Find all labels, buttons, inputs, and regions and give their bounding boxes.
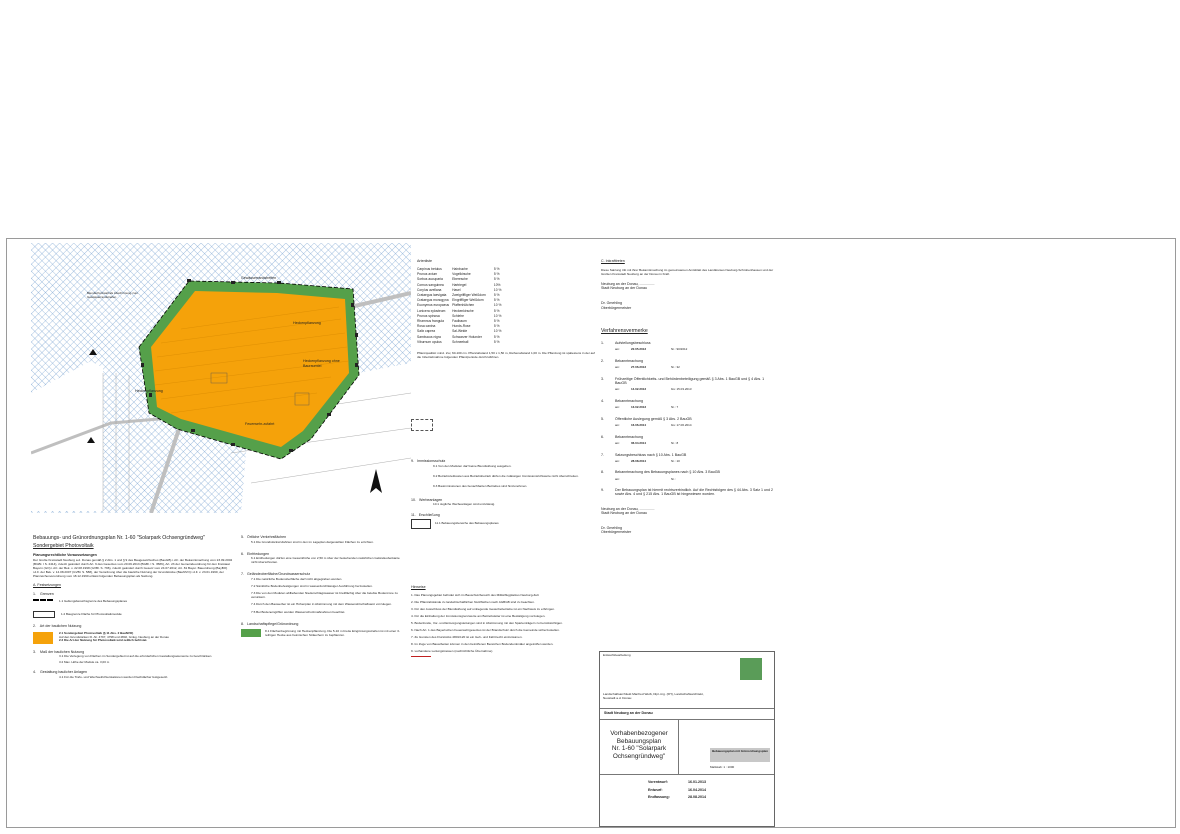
hinweis-item: 6. Nach Art. 1 des Bayerischen Feuerwehr… (411, 628, 560, 633)
hinweis-item: 7. Zu Gunsten des Flurstücks 4801/120 is… (411, 635, 523, 640)
col3-item-11: 11. Erschließung 11.1 Bebauungsbereiche … (411, 513, 591, 530)
col2-item-6: 6. Einfriedungen 6.1 Einfriedungen dürfe… (241, 551, 400, 565)
inkrafttreten-title: C. Inkrafttreten (601, 259, 625, 263)
legend-item-2: 2. Art der baulichen Nutzung 2.1 Sonderg… (33, 624, 169, 644)
hinweise-section: Hinweise 1. Das Planungsgebiet befindet … (411, 585, 591, 658)
parcel-symbol (411, 419, 433, 431)
species-heading: Artenliste (417, 259, 432, 263)
col2-item-8: 8. Landschaftspflege/Grünordnung 8.1 Flä… (241, 621, 400, 638)
hinweise-title: Hinweise (411, 585, 426, 589)
client-name: Stadt Neuburg an der Donau (604, 711, 653, 715)
planner-logo (740, 658, 762, 680)
north-arrow-icon (370, 469, 382, 493)
sheet-title-box: Bebauungsplan mit Grünordnungsplan (710, 748, 770, 762)
hinweis-item: 8. Im Zuge von Bauarbeiten können in den… (411, 642, 554, 647)
legend-item-3: 3. Maß der baulichen Nutzung 3.1 Die Ver… (33, 649, 213, 664)
pv-field (151, 291, 349, 447)
verfahren-step: 7.Satzungsbeschluss nach § 10 Abs. 1 Bau… (601, 452, 687, 463)
hinweis-item: 4. Für die Einhaltung der Immissionsgren… (411, 613, 546, 618)
verfahren-step: 8.Bekanntmachung des Bebauungsplanes nac… (601, 470, 720, 481)
col2-item-7: 7. Geländeoberfläche/Grundwasserschutz 7… (241, 572, 398, 614)
erschliessung-symbol (411, 519, 431, 530)
dates-block: Vorentwurf:16.01.2013 Entwurf:16.04.2014… (648, 780, 706, 800)
hinweis-item: 2. Die Pflanzabstände zu landwirtschaftl… (411, 599, 535, 604)
legend-column: Bebauungs- und Grünordnungsplan Nr. 1-60… (33, 535, 233, 679)
baugrenze-symbol (33, 611, 55, 619)
scale-text: Maßstab: 1 : 1000 (710, 765, 735, 769)
legend-intro-text: Der Große Kreisstadt Neuburg a.d. Donau … (33, 557, 233, 578)
hinweis-item: 3. Für den Ausschluss der Blendwirkung a… (411, 606, 555, 611)
verfahren-step: 3.Frühzeitige Öffentlichkeits- und Behör… (601, 376, 765, 392)
hinweis-item: 1. Das Planungsgebiet befindet sich im B… (411, 592, 540, 597)
road-side (31, 416, 172, 455)
hinweis-item: 9. vorhandene Leitungstrassen (nachricht… (411, 649, 493, 654)
label-gewaesser: Gewässerrandstreifen (241, 276, 277, 280)
planner-text: Landschaftsarchitekt Manfred Weiß, Dipl.… (603, 692, 704, 701)
leitung-symbol (411, 656, 431, 658)
label-hecken-right: Heckenpflanzung ohne Bauraumtei (303, 359, 340, 368)
inkrafttreten-text: Diese Satzung tritt mit ihrer Bekanntmac… (601, 267, 774, 276)
label-hecken-left: Heckenpflanzung (135, 389, 163, 393)
sondergebiet-swatch (33, 631, 53, 644)
legend-heading-2: Sondergebiet Photovoltaik (33, 543, 94, 549)
title-block: Entwurfsbearbeitung Landschaftsarchitekt… (599, 651, 775, 827)
hinweis-item: 5. Bodenfunde, Vor- und Entsorgungsleitu… (411, 620, 563, 625)
species-list: Artenliste (417, 259, 432, 264)
col3-item-10: 10. Werbeanlagen 10.1 Jegliche Werbeanla… (411, 497, 496, 507)
col2-item-5: 5. Örtliche Verkehrsflächen 5.1 Die Grun… (241, 535, 374, 544)
legend-item-4: 4. Gestaltung baulicher Anlagen 4.1 Für … (33, 670, 169, 679)
verfahren-step: 5.Öffentliche Auslegung gemäß § 3 Abs. 2… (601, 416, 692, 427)
hedge-swatch (241, 629, 261, 638)
festsetzungen-heading: A. Festsetzungen (33, 583, 61, 588)
plan-sheet: Blendschutzwall als Abschirmung zum Gewä… (6, 238, 1176, 828)
site-plan (31, 243, 411, 513)
col3-item-9: 9. Immissionsschutz 9.1 Von den Modulen … (411, 459, 579, 488)
label-hecken-top: Heckenpflanzung (293, 321, 321, 325)
project-title: Vorhabenbezogener Bebauungsplan Nr. 1-60… (610, 730, 668, 760)
column-two: 5. Örtliche Verkehrsflächen 5.1 Die Grun… (241, 535, 403, 637)
label-blendschutz: Blendschutzwall als Abschirmung zum Gewä… (87, 291, 138, 299)
verfahren-title: Verfahrensvermerke (601, 328, 648, 335)
status-column: C. Inkrafttreten Diese Satzung tritt mit… (601, 259, 775, 535)
verfahren-step: 9.Der Bebauungsplan ist hiermit rechtsve… (601, 488, 774, 497)
legend-item-1: 1. Grenzen 1.1 Geltungsbereichsgrenze de… (33, 592, 233, 619)
species-note: Pflanzqualität: mind. 2xv, 60-100 cm. Pf… (417, 351, 595, 360)
legend-heading-1: Bebauungs- und Grünordnungsplan Nr. 1-60… (33, 535, 205, 541)
column-three: 9. Immissionsschutz 9.1 Von den Modulen … (411, 419, 591, 530)
legend-intro-title: Planungsrechtliche Voraussetzungen (33, 553, 97, 557)
tb-label: Entwurfsbearbeitung (603, 653, 631, 657)
label-feuerwehr: Feuerwehr-zufahrt (245, 422, 275, 426)
boundary-symbol (33, 599, 53, 605)
left-parcel-area (31, 361, 103, 511)
